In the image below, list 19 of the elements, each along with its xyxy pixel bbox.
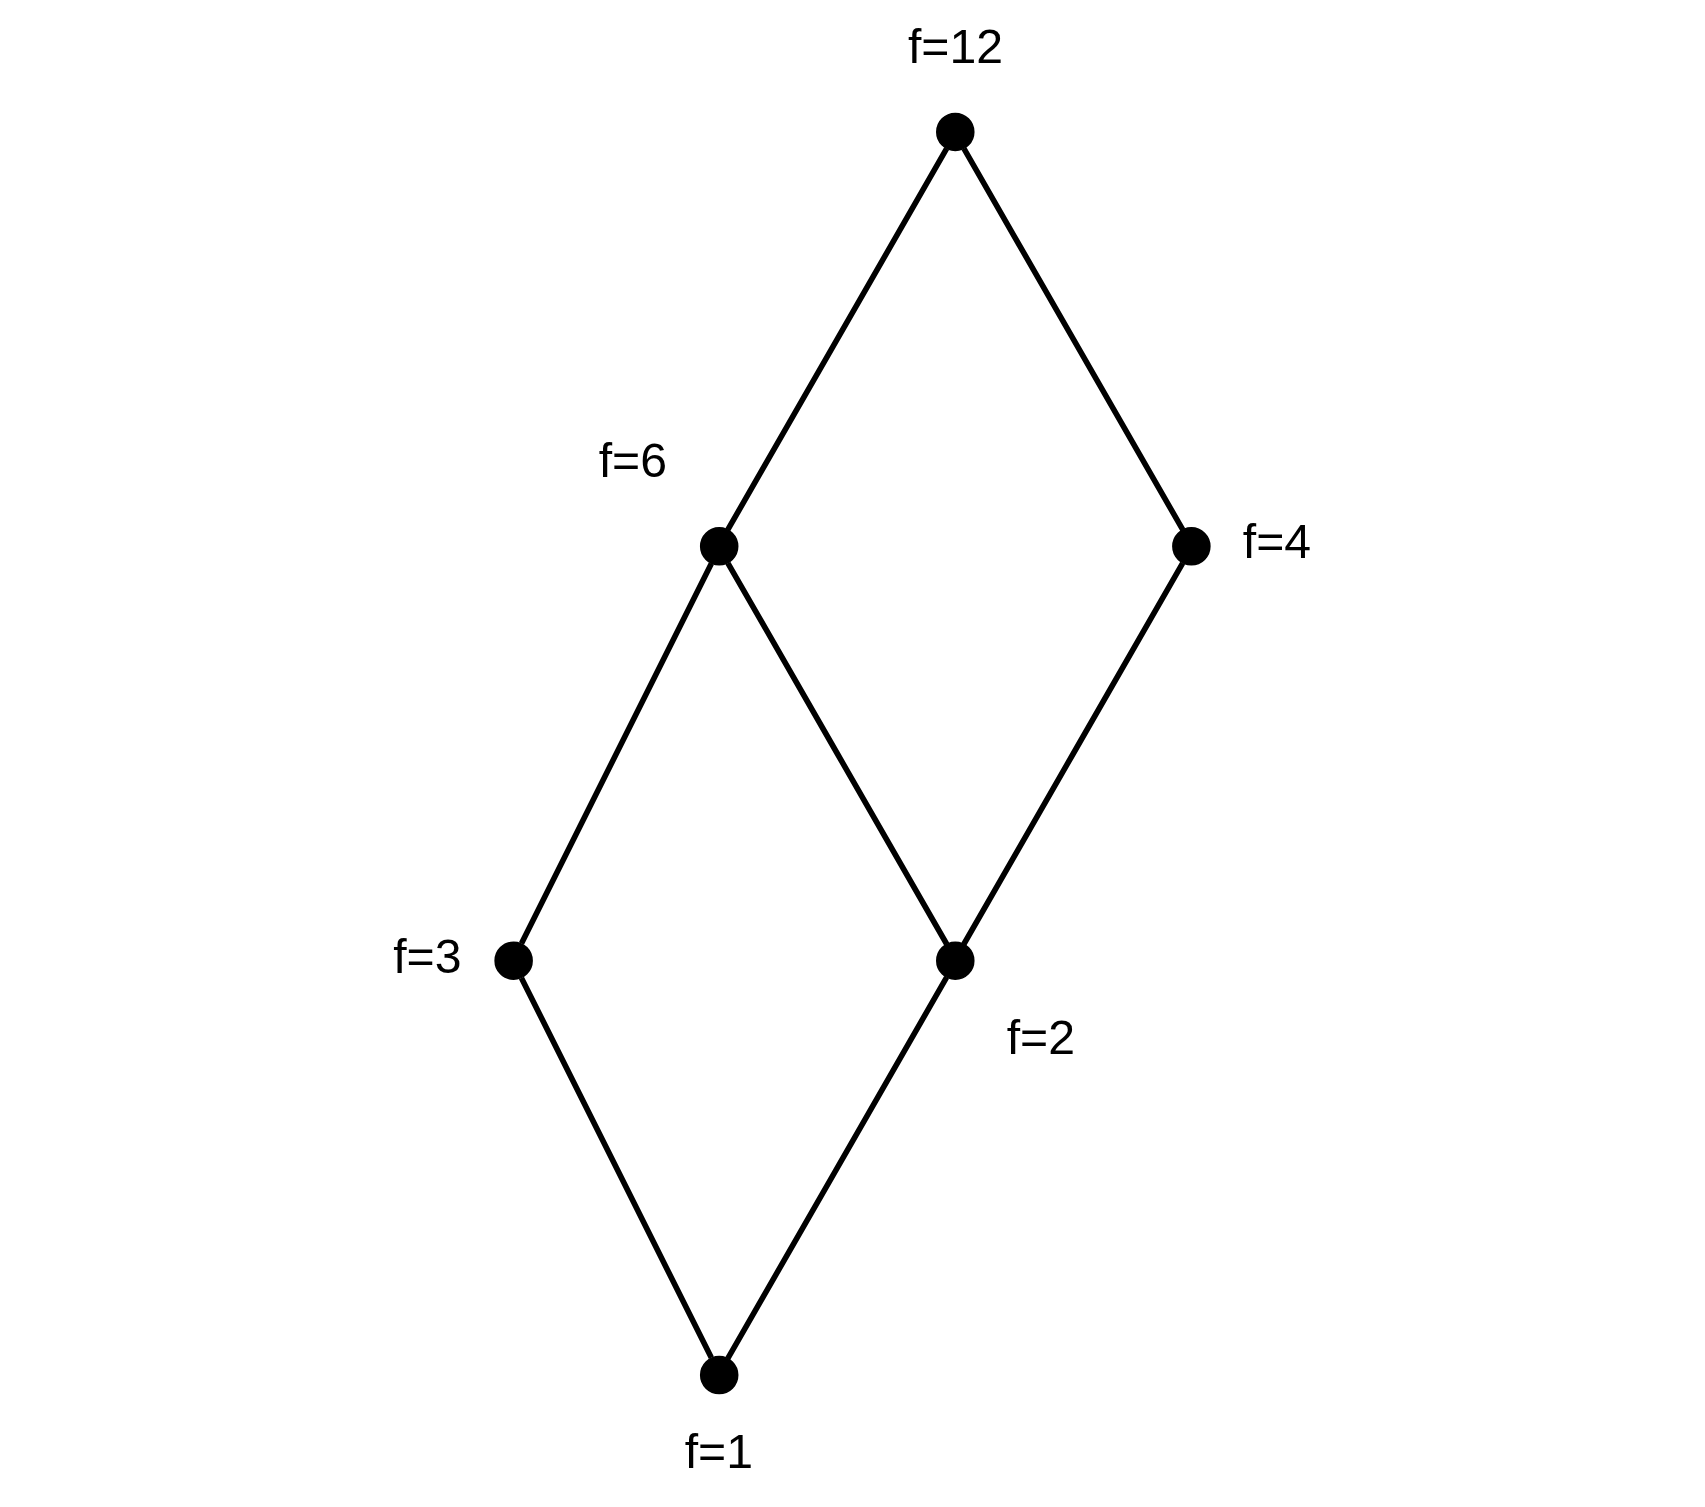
- node-circle: [494, 941, 533, 980]
- node-label: f=4: [1242, 514, 1312, 569]
- connector: [961, 561, 1186, 946]
- node-label: f=2: [1006, 1009, 1075, 1064]
- node-circle: [699, 1355, 739, 1395]
- node-label: f=3: [393, 928, 462, 983]
- connector: [961, 147, 1186, 532]
- connector: [725, 147, 950, 532]
- node-circle: [936, 941, 975, 980]
- node-label: f=12: [907, 18, 1004, 73]
- connector: [518, 976, 714, 1360]
- connector: [725, 561, 950, 946]
- node-circle: [699, 527, 739, 566]
- node-circle: [1172, 527, 1211, 566]
- connector: [725, 976, 950, 1360]
- node-circle: [936, 112, 975, 152]
- node-label: f=1: [684, 1424, 753, 1479]
- connector: [518, 562, 714, 945]
- node-label: f=6: [598, 433, 668, 488]
